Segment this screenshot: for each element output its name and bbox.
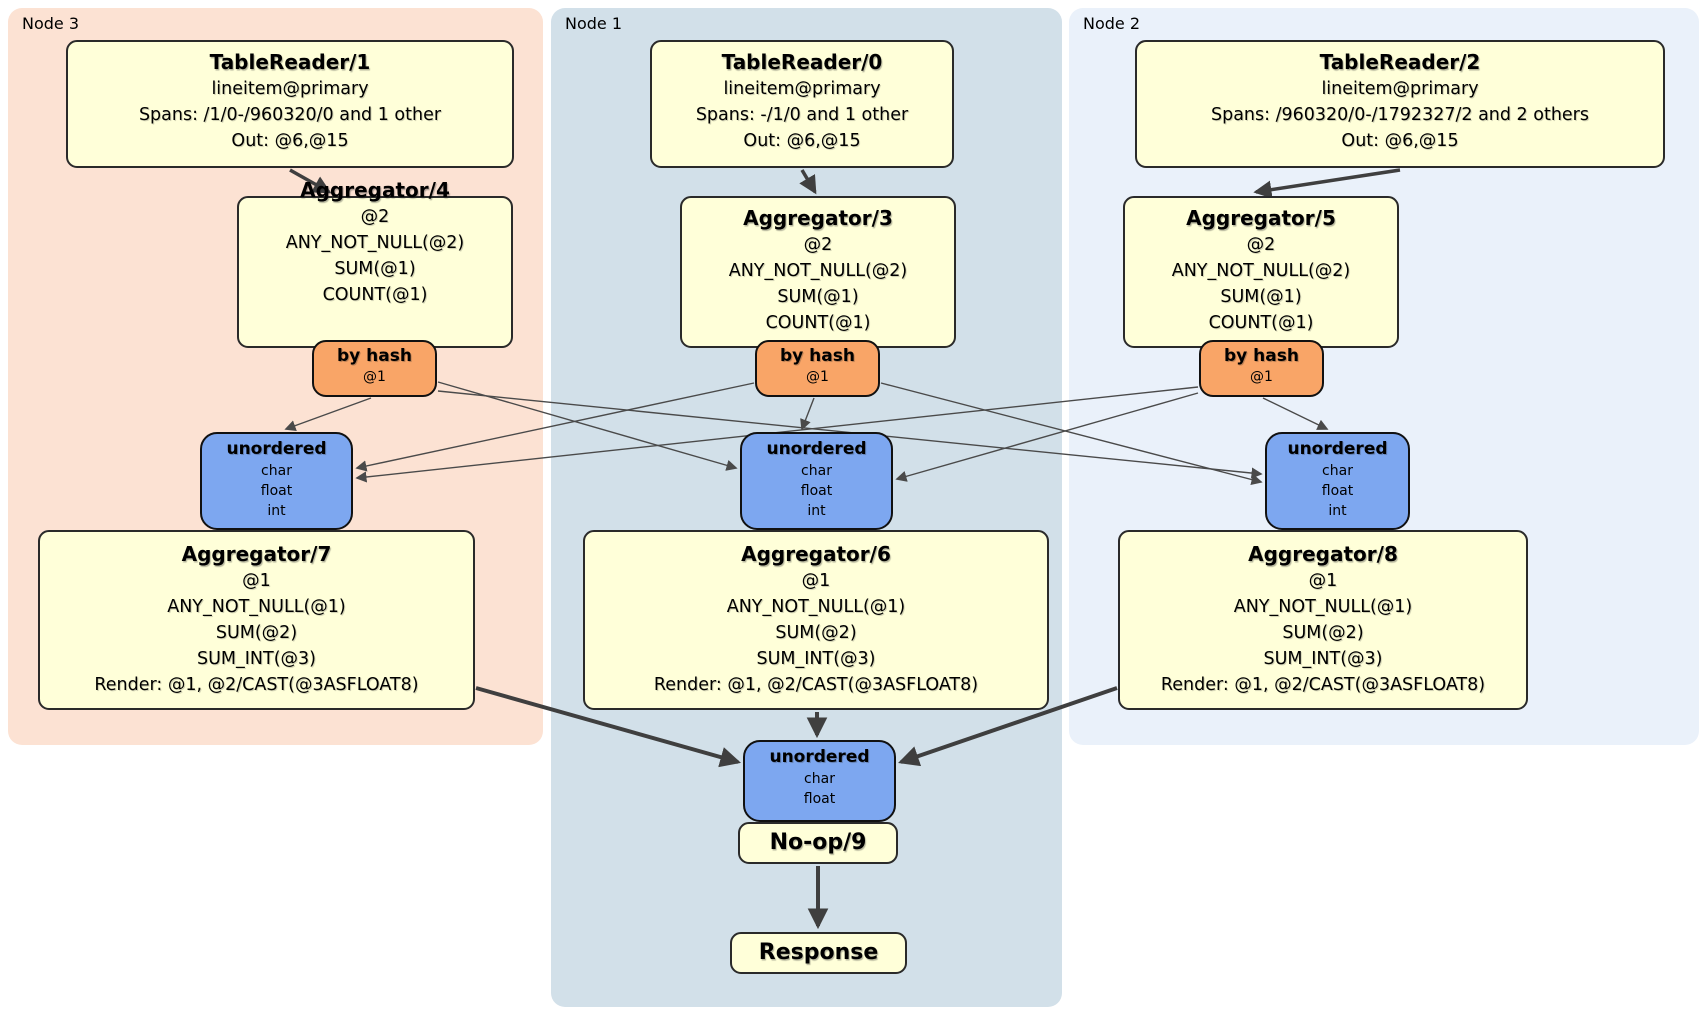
processor-render-line: Render: @1, @2/CAST(@3ASFLOAT8) xyxy=(1160,675,1486,695)
processor-agg-line: SUM(@1) xyxy=(777,287,859,307)
processor-agg-line: SUM_INT(@3) xyxy=(1263,649,1383,669)
processor-agg-line: SUM(@2) xyxy=(215,623,298,643)
processor-render-line: Render: @1, @2/CAST(@3ASFLOAT8) xyxy=(653,675,979,695)
sync-unordered-9: unordered char float xyxy=(743,740,896,822)
sync-column: float xyxy=(800,483,833,499)
processor-title: Aggregator/4 xyxy=(300,178,450,202)
processor-response: Response xyxy=(730,932,907,974)
router-title: by hash xyxy=(1224,346,1299,366)
processor-group-line: @1 xyxy=(242,571,271,591)
processor-agg-line: SUM_INT(@3) xyxy=(756,649,876,669)
router-title: by hash xyxy=(780,346,855,366)
processor-title: Aggregator/3 xyxy=(743,206,893,230)
processor-spans-line: Spans: /1/0-/960320/0 and 1 other xyxy=(138,105,442,125)
processor-agg-line: ANY_NOT_NULL(@2) xyxy=(1171,261,1351,281)
processor-group-line: @2 xyxy=(803,235,833,255)
processor-agg-line: SUM(@2) xyxy=(1282,623,1364,643)
processor-aggregator-6: Aggregator/6 @1 ANY_NOT_NULL(@1) SUM(@2)… xyxy=(583,530,1049,710)
processor-aggregator-5: Aggregator/5 @2 ANY_NOT_NULL(@2) SUM(@1)… xyxy=(1123,196,1399,348)
sync-column: float xyxy=(260,483,293,499)
sync-title: unordered xyxy=(769,747,870,767)
processor-render-line: Render: @1, @2/CAST(@3ASFLOAT8) xyxy=(94,675,419,695)
processor-agg-line: ANY_NOT_NULL(@2) xyxy=(728,261,908,281)
processor-agg-line: ANY_NOT_NULL(@1) xyxy=(1233,597,1413,617)
processor-out-line: Out: @6,@15 xyxy=(1341,131,1459,151)
processor-agg-line: ANY_NOT_NULL(@2) xyxy=(285,233,465,253)
processor-tablereader-0: TableReader/0 lineitem@primary Spans: -/… xyxy=(650,40,954,168)
router-by-hash-5: by hash @1 xyxy=(1199,340,1324,397)
sync-column: int xyxy=(807,503,826,519)
sync-title: unordered xyxy=(226,439,327,459)
sync-column: char xyxy=(261,463,292,479)
sync-unordered-7: unordered char float int xyxy=(200,432,353,530)
processor-spans-line: Spans: /960320/0-/1792327/2 and 2 others xyxy=(1210,105,1589,125)
sync-unordered-8: unordered char float int xyxy=(1265,432,1410,530)
processor-title: Response xyxy=(758,940,879,965)
processor-aggregator-3: Aggregator/3 @2 ANY_NOT_NULL(@2) SUM(@1)… xyxy=(680,196,956,348)
processor-group-line: @1 xyxy=(1308,571,1338,591)
sync-unordered-6: unordered char float int xyxy=(740,432,893,530)
processor-aggregator-7: Aggregator/7 @1 ANY_NOT_NULL(@1) SUM(@2)… xyxy=(38,530,475,710)
processor-title: Aggregator/6 xyxy=(741,542,891,566)
processor-agg-line: COUNT(@1) xyxy=(765,313,871,333)
processor-group-line: @1 xyxy=(801,571,831,591)
processor-index-line: lineitem@primary xyxy=(723,79,881,99)
processor-agg-line: SUM(@1) xyxy=(334,259,416,279)
processor-title: Aggregator/7 xyxy=(181,542,332,566)
processor-tablereader-1: TableReader/1 lineitem@primary Spans: /1… xyxy=(66,40,514,168)
processor-group-line: @2 xyxy=(360,207,390,227)
sync-title: unordered xyxy=(766,439,867,459)
processor-group-line: @2 xyxy=(1246,235,1276,255)
sync-column: int xyxy=(267,503,286,519)
processor-agg-line: SUM(@1) xyxy=(1220,287,1302,307)
processor-agg-line: SUM(@2) xyxy=(775,623,857,643)
processor-agg-line: ANY_NOT_NULL(@1) xyxy=(167,597,346,617)
processor-title: TableReader/1 xyxy=(209,50,371,74)
sync-column: float xyxy=(803,791,836,807)
processor-out-line: Out: @6,@15 xyxy=(743,131,861,151)
processor-tablereader-2: TableReader/2 lineitem@primary Spans: /9… xyxy=(1135,40,1665,168)
processor-out-line: Out: @6,@15 xyxy=(231,131,349,151)
processor-title: TableReader/2 xyxy=(1319,50,1481,74)
processor-aggregator-4: Aggregator/4 @2 ANY_NOT_NULL(@2) SUM(@1)… xyxy=(237,178,513,348)
router-title: by hash xyxy=(337,346,412,366)
router-column: @1 xyxy=(1250,369,1273,385)
router-column: @1 xyxy=(806,369,829,385)
sync-column: char xyxy=(801,463,832,479)
node3-label: Node 3 xyxy=(22,14,80,33)
processor-agg-line: SUM_INT(@3) xyxy=(197,649,316,669)
processor-agg-line: ANY_NOT_NULL(@1) xyxy=(726,597,906,617)
processor-agg-line: COUNT(@1) xyxy=(322,285,428,305)
processor-title: Aggregator/5 xyxy=(1186,206,1336,230)
router-by-hash-4: by hash @1 xyxy=(312,340,437,397)
sync-column: int xyxy=(1328,503,1347,519)
processor-agg-line: COUNT(@1) xyxy=(1208,313,1314,333)
processor-index-line: lineitem@primary xyxy=(211,79,369,99)
node1-label: Node 1 xyxy=(565,14,623,33)
sync-column: char xyxy=(1322,463,1353,479)
processor-index-line: lineitem@primary xyxy=(1321,79,1479,99)
processor-title: Aggregator/8 xyxy=(1248,542,1398,566)
sync-column: float xyxy=(1321,483,1354,499)
processor-noop-9: No-op/9 xyxy=(738,822,898,864)
router-column: @1 xyxy=(363,369,386,385)
processor-spans-line: Spans: -/1/0 and 1 other xyxy=(695,105,909,125)
node2-label: Node 2 xyxy=(1083,14,1141,33)
processor-aggregator-8: Aggregator/8 @1 ANY_NOT_NULL(@1) SUM(@2)… xyxy=(1118,530,1528,710)
processor-title: No-op/9 xyxy=(769,830,867,855)
router-by-hash-3: by hash @1 xyxy=(755,340,880,397)
sync-column: char xyxy=(804,771,835,787)
sync-title: unordered xyxy=(1287,439,1388,459)
processor-title: TableReader/0 xyxy=(721,50,883,74)
